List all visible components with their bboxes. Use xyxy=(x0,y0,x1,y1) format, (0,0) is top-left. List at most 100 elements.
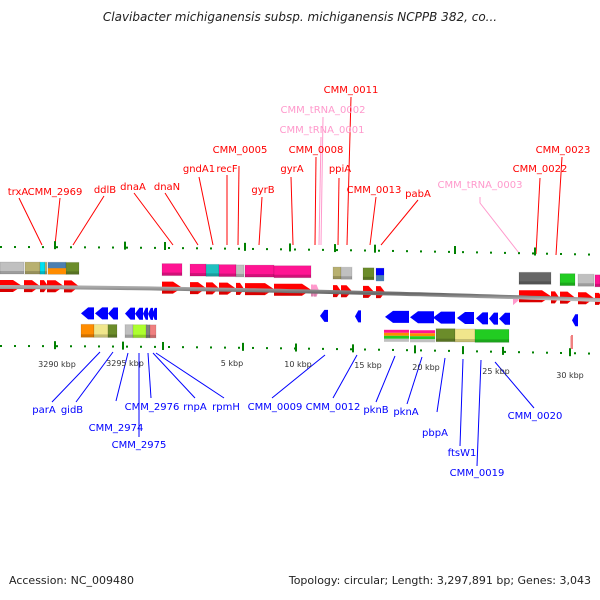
tick-dot xyxy=(322,248,324,251)
reverse-gene-arrow xyxy=(457,312,474,325)
tick-major xyxy=(244,242,246,251)
cog-shade xyxy=(455,339,475,343)
scale-label: 20 kbp xyxy=(412,363,440,372)
reverse-gene-arrow xyxy=(320,309,328,322)
tick-dot xyxy=(56,345,58,348)
gene-label: CMM_0011 xyxy=(324,85,379,96)
tick-dot xyxy=(14,246,16,249)
gene-label: dnaA xyxy=(120,182,146,193)
reverse-gene-track xyxy=(81,307,578,327)
cog-shade xyxy=(0,271,24,274)
tick-dot xyxy=(392,249,394,252)
reverse-gene-arrow xyxy=(410,311,434,324)
scale-label: 15 kbp xyxy=(354,361,382,370)
scale-label: 25 kbp xyxy=(482,367,510,376)
callout-line xyxy=(476,359,482,467)
cog-stripe xyxy=(384,329,409,333)
callout-line xyxy=(115,352,129,402)
reverse-gene-arrow xyxy=(572,314,578,327)
cog-shade xyxy=(81,334,94,338)
tick-dot xyxy=(336,249,338,252)
tick-major xyxy=(162,341,164,350)
arrow-shade xyxy=(519,299,542,303)
gene-label: CMM_0020 xyxy=(508,411,563,422)
arrow-shade xyxy=(0,289,13,292)
tick-dot xyxy=(266,248,268,251)
callout-line xyxy=(164,192,199,246)
tick-major xyxy=(374,244,376,253)
tick-dot xyxy=(182,247,184,250)
arrow-shade xyxy=(311,293,314,297)
callout-line xyxy=(314,156,317,246)
tick-dot xyxy=(42,345,44,348)
callout-lines xyxy=(18,96,572,467)
arrow-shade xyxy=(341,294,347,298)
tick-dot xyxy=(560,252,562,255)
cog-shade xyxy=(560,282,575,286)
tick-major xyxy=(289,243,291,252)
reverse-gene-arrow xyxy=(143,307,148,320)
cog-box xyxy=(577,273,595,287)
tick-major xyxy=(242,342,244,351)
cog-box xyxy=(149,324,157,339)
reverse-gene-arrow xyxy=(81,307,94,320)
callout-line xyxy=(155,352,225,399)
tick-dot xyxy=(490,251,492,254)
cog-stripe xyxy=(384,332,409,336)
callout-line xyxy=(459,358,464,447)
cog-box xyxy=(474,328,510,343)
scale-label: 10 kbp xyxy=(284,360,312,369)
tick-dot xyxy=(56,246,58,249)
arrow-shade xyxy=(274,292,302,296)
reverse-gene-arrow xyxy=(385,310,409,323)
gene-label: pbpA xyxy=(422,428,448,439)
cog-shade xyxy=(363,276,374,280)
tick-dot xyxy=(70,345,72,348)
tick-dot xyxy=(168,346,170,349)
gene-label: dnaN xyxy=(154,182,180,193)
gene-label: CMM_0005 xyxy=(213,145,268,156)
cog-stripe xyxy=(384,335,409,339)
gene-label: CMM_0012 xyxy=(306,402,361,413)
gene-label: gndA1 xyxy=(183,164,215,175)
tick-dot xyxy=(238,247,240,250)
scale-label: 3290 kbp xyxy=(38,360,76,369)
callout-line xyxy=(535,177,541,255)
tick-dot xyxy=(364,249,366,252)
gene-label: CMM_0023 xyxy=(536,145,591,156)
arrow-shade xyxy=(64,289,72,293)
tick-dot xyxy=(140,345,142,348)
reverse-gene-arrow xyxy=(355,310,361,323)
gene-label: CMM_0008 xyxy=(289,145,344,156)
callout-line xyxy=(290,176,294,246)
tick-dot xyxy=(574,253,576,256)
gene-label: CMM_0019 xyxy=(450,468,505,479)
tick-dot xyxy=(420,250,422,253)
tick-dot xyxy=(154,345,156,348)
tick-dot xyxy=(518,252,520,255)
genome-summary-text: Topology: circular; Length: 3,297,891 bp… xyxy=(288,574,591,587)
tick-major xyxy=(54,341,56,350)
cog-shade xyxy=(40,271,45,275)
cog-stripe xyxy=(410,333,435,337)
reverse-gene-arrow xyxy=(152,307,157,320)
cog-shade xyxy=(206,273,219,277)
tick-dot xyxy=(98,345,100,348)
callout-line xyxy=(375,355,396,403)
arrow-shade xyxy=(363,294,369,298)
tick-dot xyxy=(378,348,380,351)
cog-shade xyxy=(595,283,600,287)
tick-dot xyxy=(224,247,226,250)
tick-dot xyxy=(252,247,254,250)
tick-dot xyxy=(196,346,198,349)
tick-dot xyxy=(224,346,226,349)
callout-line xyxy=(54,197,61,246)
tick-dot xyxy=(84,246,86,249)
callout-line xyxy=(346,96,352,246)
callout-line xyxy=(320,116,324,246)
tick-major xyxy=(122,341,124,350)
tick-dot xyxy=(252,346,254,349)
map-title: Clavibacter michiganensis subsp. michiga… xyxy=(102,10,498,24)
tick-dot xyxy=(546,351,548,354)
callout-line xyxy=(436,357,446,413)
